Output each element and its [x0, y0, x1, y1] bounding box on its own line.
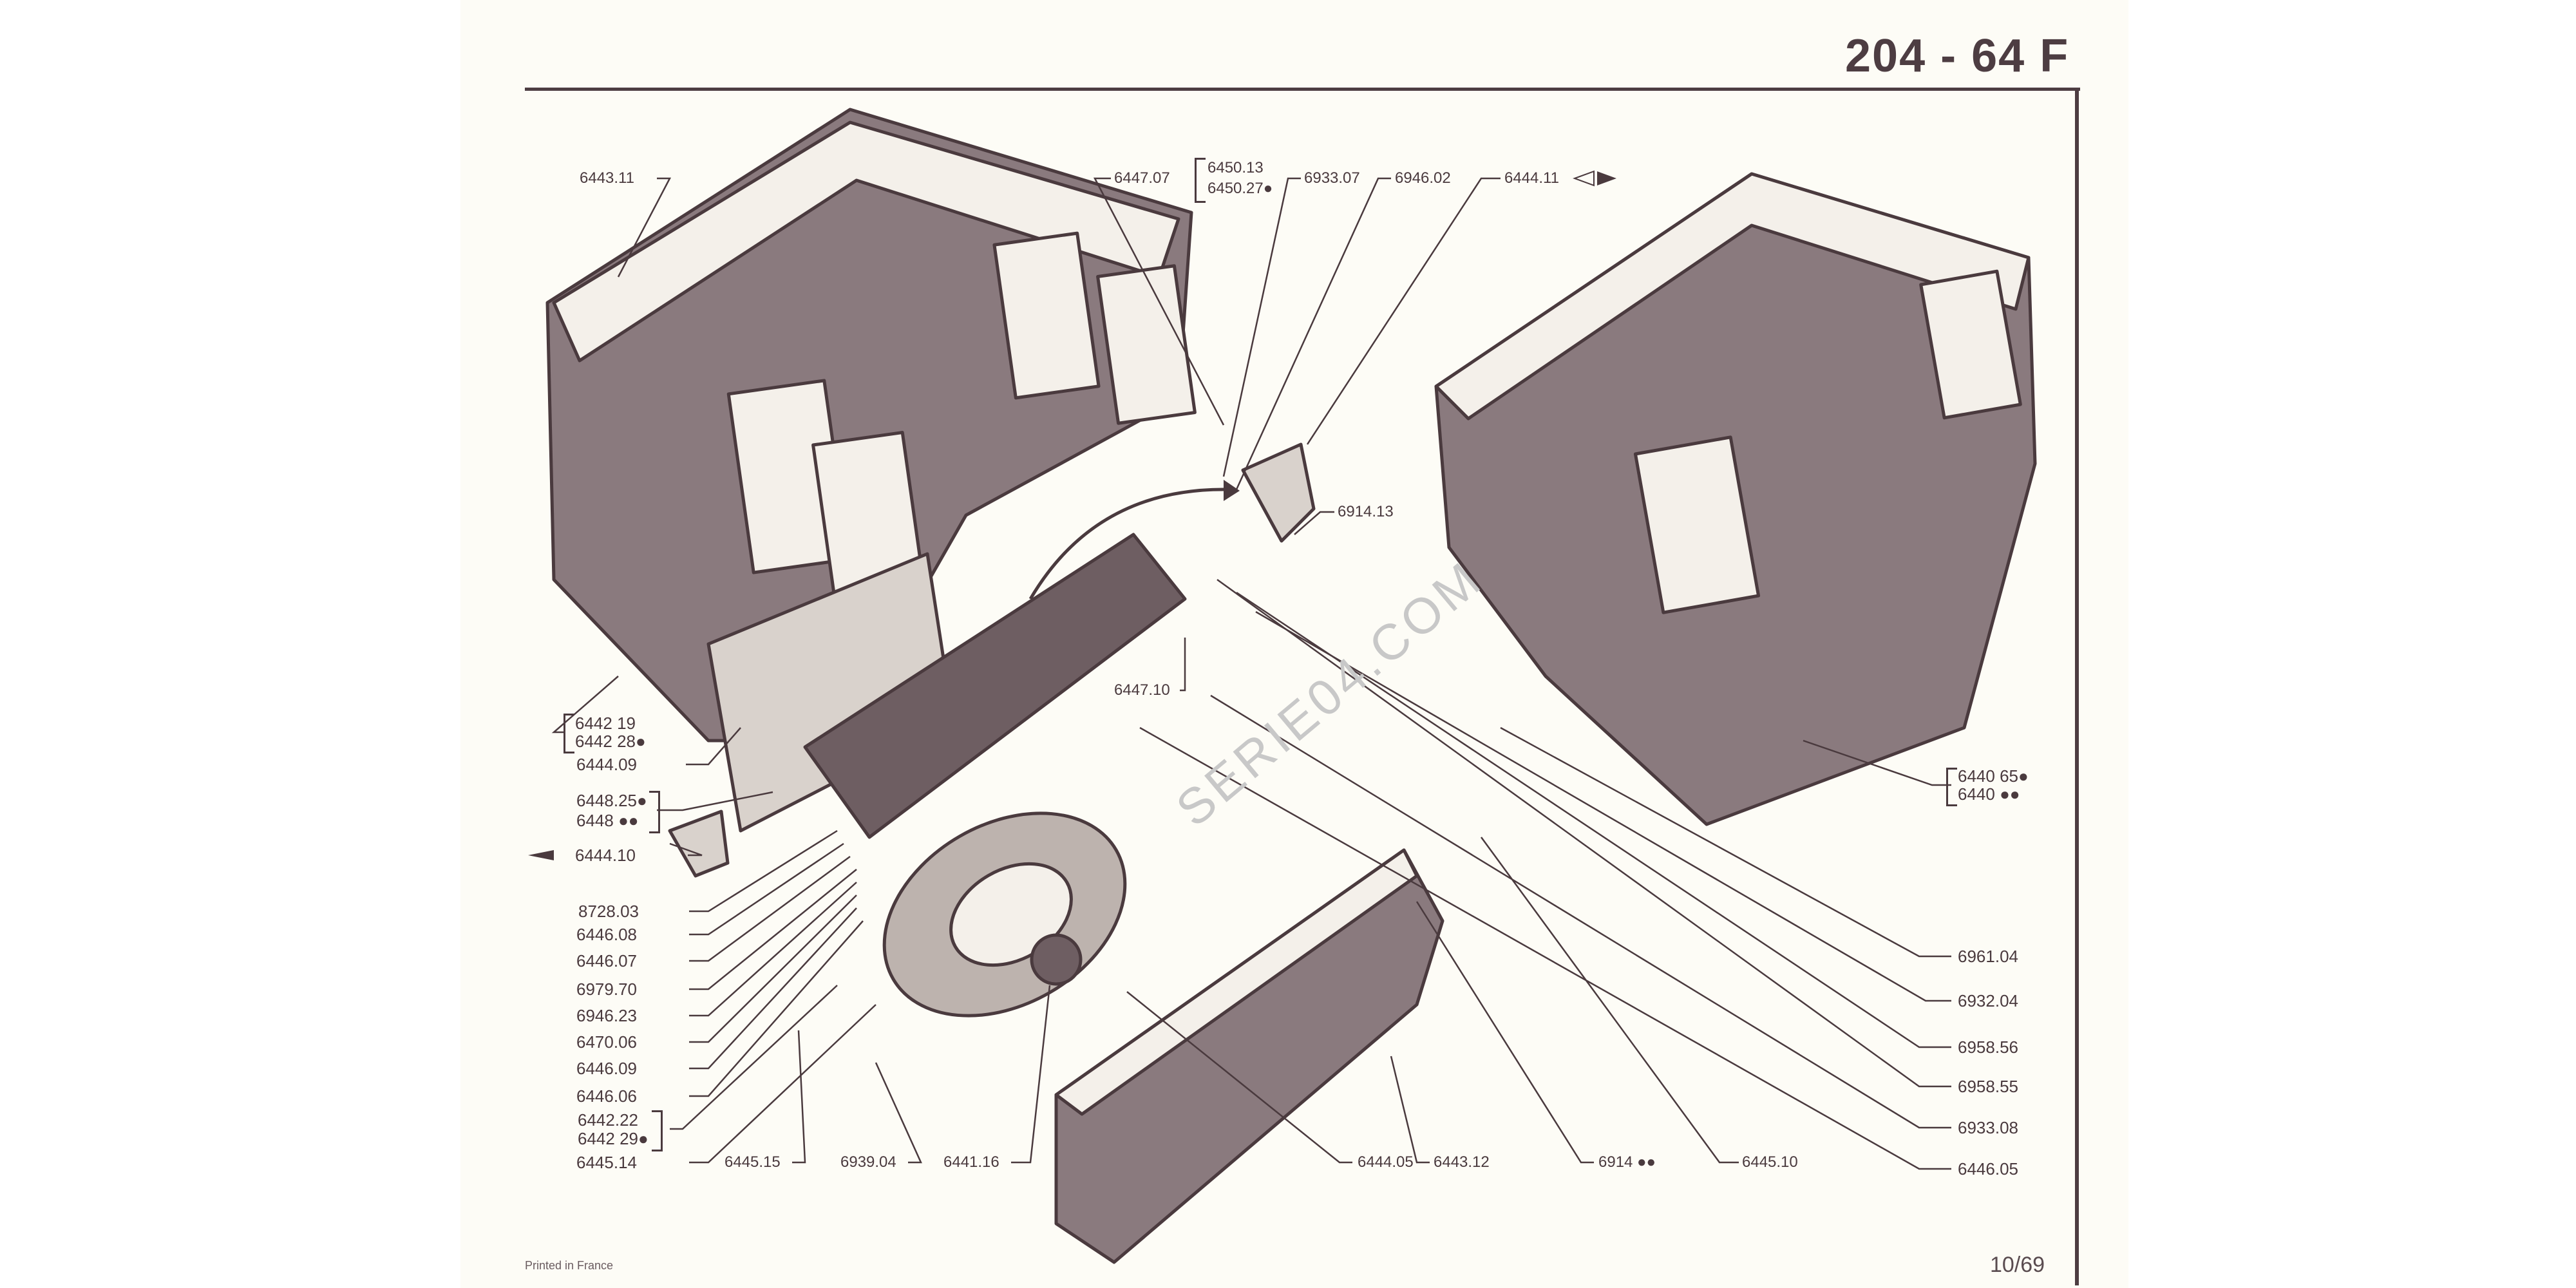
part-label: 6442 19 [575, 714, 636, 733]
part-label: 6443.12 [1434, 1153, 1490, 1171]
part-label: 6448 ●● [576, 811, 639, 830]
right-vent-2 [1919, 269, 2022, 420]
header-rule [525, 88, 2080, 91]
part-label: 6446.07 [576, 951, 637, 971]
part-label: 6446.06 [576, 1086, 637, 1106]
part-label: 6447.07 [1114, 169, 1170, 187]
printed-in-france: Printed in France [525, 1259, 614, 1272]
part-label: 6946.02 [1395, 169, 1451, 187]
part-label: 6946.23 [576, 1006, 637, 1025]
leader-lines [551, 177, 1951, 1170]
part-label: 6441.16 [943, 1153, 999, 1171]
arrow-6444-10-icon [528, 850, 554, 860]
part-label: 6961.04 [1958, 947, 2018, 966]
part-label: 6444.10 [575, 846, 636, 865]
page-title: 204 - 64 F [1845, 30, 2070, 82]
part-label: 6442 29● [578, 1129, 649, 1148]
right-border-rule [2075, 88, 2079, 1285]
part-label: 6446.05 [1958, 1159, 2018, 1179]
bracket [1946, 768, 1957, 806]
part-label: 6958.55 [1958, 1077, 2018, 1096]
part-label: 6440 ●● [1958, 784, 2020, 804]
part-label: 6444.11 [1504, 169, 1559, 187]
part-label: 6450.27● [1208, 180, 1273, 197]
bracket [1195, 158, 1206, 203]
part-label: 6914 ●● [1598, 1153, 1656, 1171]
bracket [564, 714, 574, 753]
part-label: 6448.25● [576, 791, 647, 810]
right-vent-1 [1633, 435, 1761, 614]
part-label: 6932.04 [1958, 991, 2018, 1010]
heater-vent-3 [992, 231, 1101, 400]
part-label: 6440 65● [1958, 766, 2029, 786]
part-label: 6445.10 [1742, 1153, 1798, 1171]
bracket [649, 791, 660, 833]
part-label: 6444.09 [576, 755, 637, 774]
part-label: 6958.56 [1958, 1037, 2018, 1057]
arrow-6444-11-icon [1597, 171, 1616, 185]
direction-arrows [528, 170, 1616, 860]
part-label: 6445.14 [576, 1153, 637, 1172]
page-number: 10/69 [1990, 1253, 2045, 1277]
part-label: 6446.09 [576, 1059, 637, 1078]
part-label: 6933.07 [1304, 169, 1360, 187]
part-label: 6979.70 [576, 980, 637, 999]
part-label: 6443.11 [580, 169, 634, 187]
blower-motor [1030, 933, 1083, 986]
part-label: 6914.13 [1338, 503, 1394, 520]
assembly-arrowhead [1224, 480, 1240, 501]
part-label: 6939.04 [840, 1153, 896, 1171]
part-label: 6442 28● [575, 732, 646, 751]
side-bracket [668, 810, 730, 878]
part-label: 6933.08 [1958, 1118, 2018, 1137]
assembly-arrow [1028, 488, 1224, 600]
part-label: 6442.22 [578, 1110, 638, 1130]
part-label: 6444.05 [1358, 1153, 1414, 1171]
heater-vent-4 [1096, 264, 1197, 425]
blower-duct [803, 533, 1187, 839]
part-label: 6445.15 [724, 1153, 781, 1171]
part-label: 6470.06 [576, 1032, 637, 1052]
part-label: 6447.10 [1114, 681, 1170, 699]
part-label: 8728.03 [578, 902, 639, 921]
right-housing-frame [1434, 172, 2031, 421]
mounting-bracket [1241, 442, 1316, 543]
part-label: 6450.13 [1208, 159, 1264, 176]
part-label: 6446.08 [576, 925, 637, 944]
bracket [652, 1110, 663, 1151]
